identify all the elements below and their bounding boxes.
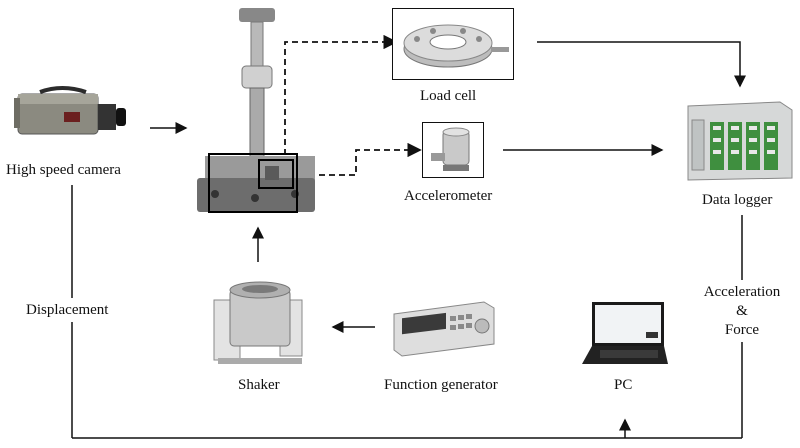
load-cell-icon xyxy=(392,8,514,80)
label-data-logger: Data logger xyxy=(702,192,773,208)
label-load-cell: Load cell xyxy=(420,88,477,104)
label-force: Force xyxy=(724,322,760,338)
label-function-generator: Function generator xyxy=(384,377,498,393)
label-accelerometer: Accelerometer xyxy=(404,188,493,204)
arrow-load-cell-to-logger xyxy=(537,41,746,88)
label-acceleration: Acceleration xyxy=(703,284,781,300)
label-ampersand: & xyxy=(736,303,748,319)
dashed-link-accelerometer xyxy=(299,142,422,176)
label-pc: PC xyxy=(614,377,633,393)
dashed-link-load-cell xyxy=(284,34,398,155)
label-displacement: Displacement xyxy=(26,302,109,318)
test-rig-icon xyxy=(195,6,320,216)
data-logger-icon xyxy=(680,100,798,182)
function-generator-icon xyxy=(388,300,498,358)
laptop-icon xyxy=(580,300,670,370)
label-high-speed-camera: High speed camera xyxy=(6,162,121,178)
high-speed-camera-icon xyxy=(12,84,130,144)
label-shaker: Shaker xyxy=(238,377,280,393)
accelerometer-icon xyxy=(422,122,484,178)
shaker-icon xyxy=(208,278,308,368)
